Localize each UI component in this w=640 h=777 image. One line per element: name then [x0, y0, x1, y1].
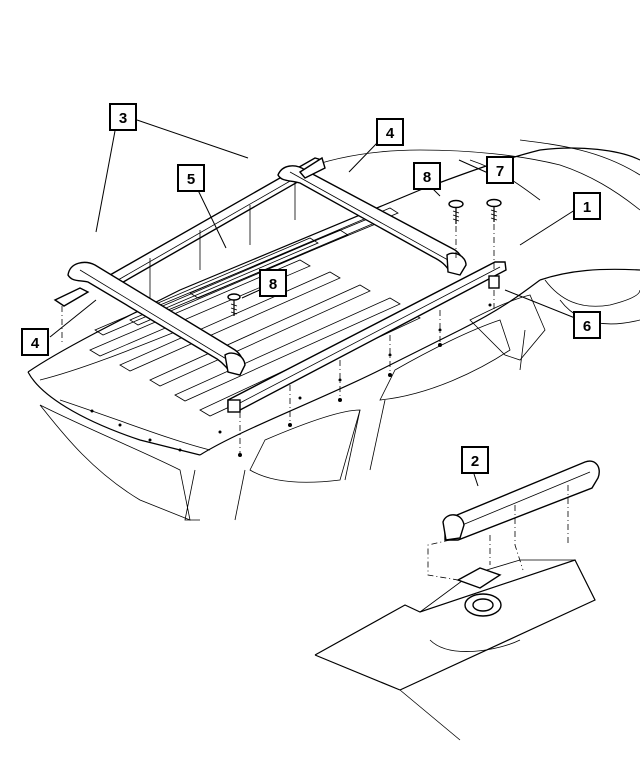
- svg-text:7: 7: [496, 163, 504, 180]
- callout-4-rear: 4: [376, 118, 404, 146]
- svg-text:4: 4: [386, 125, 395, 142]
- svg-text:2: 2: [471, 453, 479, 470]
- vehicle-body: [27, 139, 640, 521]
- svg-text:6: 6: [583, 318, 591, 335]
- screw-right-2: [486, 198, 502, 270]
- detail-view-crossbar-end: [314, 460, 600, 741]
- callout-8-right: 8: [413, 162, 441, 190]
- callout-3: 3: [109, 103, 137, 131]
- callout-5: 5: [177, 164, 205, 192]
- svg-text:3: 3: [119, 110, 127, 127]
- callout-1: 1: [573, 192, 601, 220]
- svg-text:8: 8: [269, 276, 277, 293]
- svg-text:8: 8: [423, 169, 431, 186]
- crossbar-front: [67, 261, 246, 376]
- callout-2: 2: [461, 446, 489, 474]
- callout-4-front: 4: [21, 328, 49, 356]
- screw-right-1: [448, 199, 464, 260]
- callout-6: 6: [573, 311, 601, 339]
- svg-text:1: 1: [583, 199, 591, 216]
- callout-7: 7: [486, 156, 514, 184]
- side-rail-right: [227, 261, 507, 457]
- rail-end-cap-rear: [298, 156, 326, 179]
- callout-8-left: 8: [259, 269, 287, 297]
- leader-lines: [49, 119, 579, 487]
- svg-text:5: 5: [187, 171, 195, 188]
- crossbar-rear: [277, 165, 467, 276]
- clip-nut: [488, 275, 500, 310]
- screw-left: [227, 293, 241, 316]
- rail-end-cap-front: [53, 287, 90, 345]
- svg-text:4: 4: [31, 335, 40, 352]
